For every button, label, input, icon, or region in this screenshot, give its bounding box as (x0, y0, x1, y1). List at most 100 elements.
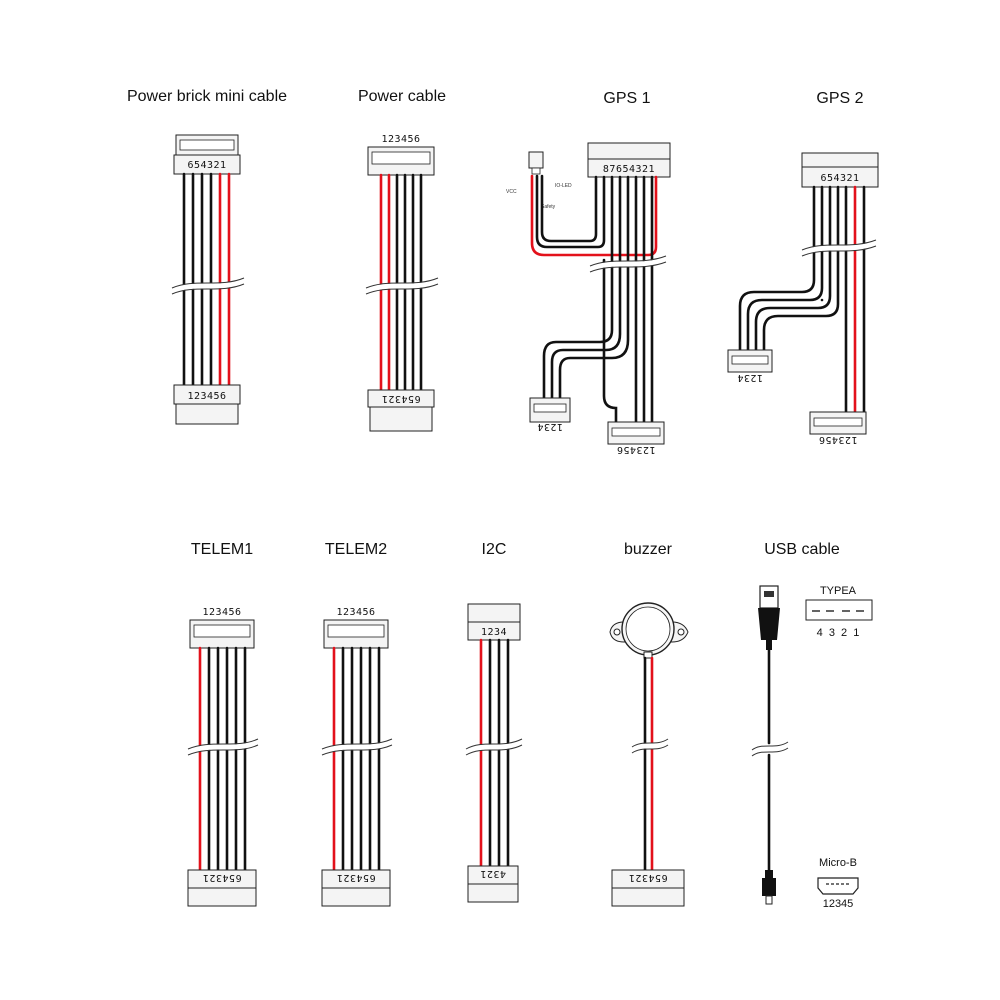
usb-type-a-pinout-box (805, 599, 873, 621)
gps2-top-pins: 654321 (820, 173, 859, 184)
gps1-io-led-label: IO-LED (555, 183, 572, 189)
break-line-b (631, 744, 669, 754)
usb-type-a-contact (764, 591, 774, 597)
break-gap (589, 256, 667, 272)
power-cable-top-pins: 123456 (381, 134, 420, 145)
buzzer-mount-hole-right (677, 628, 685, 636)
break-line-b (365, 283, 439, 295)
i2c-cable: I2C 1234 4321 (464, 541, 524, 903)
gps2-title: GPS 2 (816, 90, 863, 107)
gps1-black-switch-wire-a (535, 174, 606, 249)
telem2-bottom-pins: 654321 (336, 872, 375, 883)
usb-micro-b-body (762, 878, 776, 896)
gps1-wire-to-left-b (550, 175, 622, 400)
buzzer-wire-exit (643, 651, 653, 659)
telem1-bottom-connector-housing (187, 887, 257, 907)
usb-type-a-label: TYPEA (820, 585, 857, 597)
gps1-wire-to-right-a (602, 258, 618, 424)
i2c-bottom-pins: 4321 (480, 868, 506, 879)
break-line-b (465, 744, 523, 756)
power-cable-bottom-connector-housing (369, 406, 433, 432)
gps2-wire-to-left-b (746, 185, 824, 352)
break-line-a (365, 277, 439, 289)
gps1-red-switch-wire (530, 174, 658, 257)
gps1-title: GPS 1 (603, 90, 650, 107)
telem2-title: TELEM2 (325, 541, 387, 558)
power-brick-mini-cable: Power brick mini cable 654321 123456 (127, 88, 287, 425)
break-line-a (465, 738, 523, 750)
break-gap (365, 278, 439, 294)
telem1-top-pins: 123456 (202, 607, 241, 618)
usb-cable: USB cable ⭍ TYPEA 4 3 2 1 Micro-B 12345 (751, 541, 873, 910)
power-brick-mini-title: Power brick mini cable (127, 88, 287, 105)
telem2-cable: TELEM2 123456 654321 (321, 541, 394, 907)
usb-type-a-pins: 4 3 2 1 (817, 627, 860, 639)
power-cable-top-connector-slots (371, 151, 431, 165)
break-line-a (801, 239, 877, 251)
gps2-wire-to-left-d (762, 185, 840, 352)
buzzer-cable: buzzer 654321 (609, 541, 689, 907)
gps1-safety-switch (528, 151, 544, 169)
break-line-b (187, 744, 259, 756)
buzzer-face (625, 606, 671, 652)
i2c-title: I2C (482, 541, 507, 558)
gps1-wire-to-left-c (558, 175, 630, 400)
i2c-bottom-connector-housing (467, 883, 519, 903)
buzzer-bottom-pins: 654321 (628, 872, 667, 883)
power-brick-top-connector-latch (179, 139, 235, 151)
usb-micro-b-pinout-shape (817, 877, 859, 895)
break-gap (171, 278, 245, 294)
gps2-right-bottom-connector-slots (813, 417, 863, 427)
telem1-bottom-pins: 654321 (202, 872, 241, 883)
power-brick-top-connector (173, 154, 241, 175)
break-line-a (631, 738, 669, 748)
usb-micro-b-tip (765, 895, 773, 905)
gps2-left-bottom-pins: 1234 (737, 372, 763, 383)
gps1-right-bottom-connector-slots (611, 427, 661, 437)
gps2-wire-to-left-c (754, 185, 832, 352)
break-gap (187, 739, 260, 755)
power-cable: Power cable 123456 654321 (358, 88, 446, 432)
gps1-top-connector-housing (587, 142, 671, 160)
gps1-black-switch-wire-b (540, 174, 598, 243)
power-brick-top-pins: 654321 (187, 160, 226, 171)
break-line-b (801, 245, 877, 257)
gps2-cable: GPS 2 654321 1234 123456 (727, 90, 879, 445)
gps1-safety-label: Safety (541, 204, 556, 210)
telem2-top-pins: 123456 (336, 607, 375, 618)
gps1-vcc-label: VCC (506, 189, 517, 195)
break-line-a (589, 255, 667, 267)
break-line-a (171, 277, 245, 289)
break-line-a (321, 738, 393, 750)
gps1-safety-switch-base (531, 167, 541, 175)
gps1-wire-to-left-a (542, 175, 614, 400)
gps2-top-connector-housing (801, 152, 879, 168)
i2c-top-connector (467, 621, 521, 641)
buzzer-title: buzzer (624, 541, 673, 558)
break-line-a (751, 741, 789, 751)
telem1-title: TELEM1 (191, 541, 253, 558)
i2c-top-pins: 1234 (481, 627, 507, 638)
gps2-wire-to-left-a (738, 185, 816, 352)
gps2-top-connector (801, 166, 879, 188)
i2c-top-connector-housing (467, 603, 521, 623)
gps1-left-bottom-connector-slots (533, 403, 567, 413)
usb-micro-b-strain-relief (765, 870, 773, 878)
power-cable-title: Power cable (358, 88, 446, 105)
break-gap (321, 739, 394, 755)
break-gap (801, 240, 877, 256)
gps2-left-bottom-connector-slots (731, 355, 769, 365)
power-brick-bottom-pins: 123456 (187, 391, 226, 402)
break-line-b (321, 744, 393, 756)
telem2-top-connector-slots (327, 624, 385, 638)
break-line-a (187, 738, 259, 750)
power-brick-bottom-connector-housing (175, 403, 239, 425)
break-gap (464, 739, 524, 755)
buzzer-mount-hole-left (613, 628, 621, 636)
telem1-top-connector-slots (193, 624, 251, 638)
break-line-b (751, 747, 789, 757)
gps1-right-bottom-pins: 123456 (616, 444, 655, 455)
usb-type-a-strain-relief (766, 640, 772, 650)
usb-micro-b-pins: 12345 (823, 898, 854, 910)
